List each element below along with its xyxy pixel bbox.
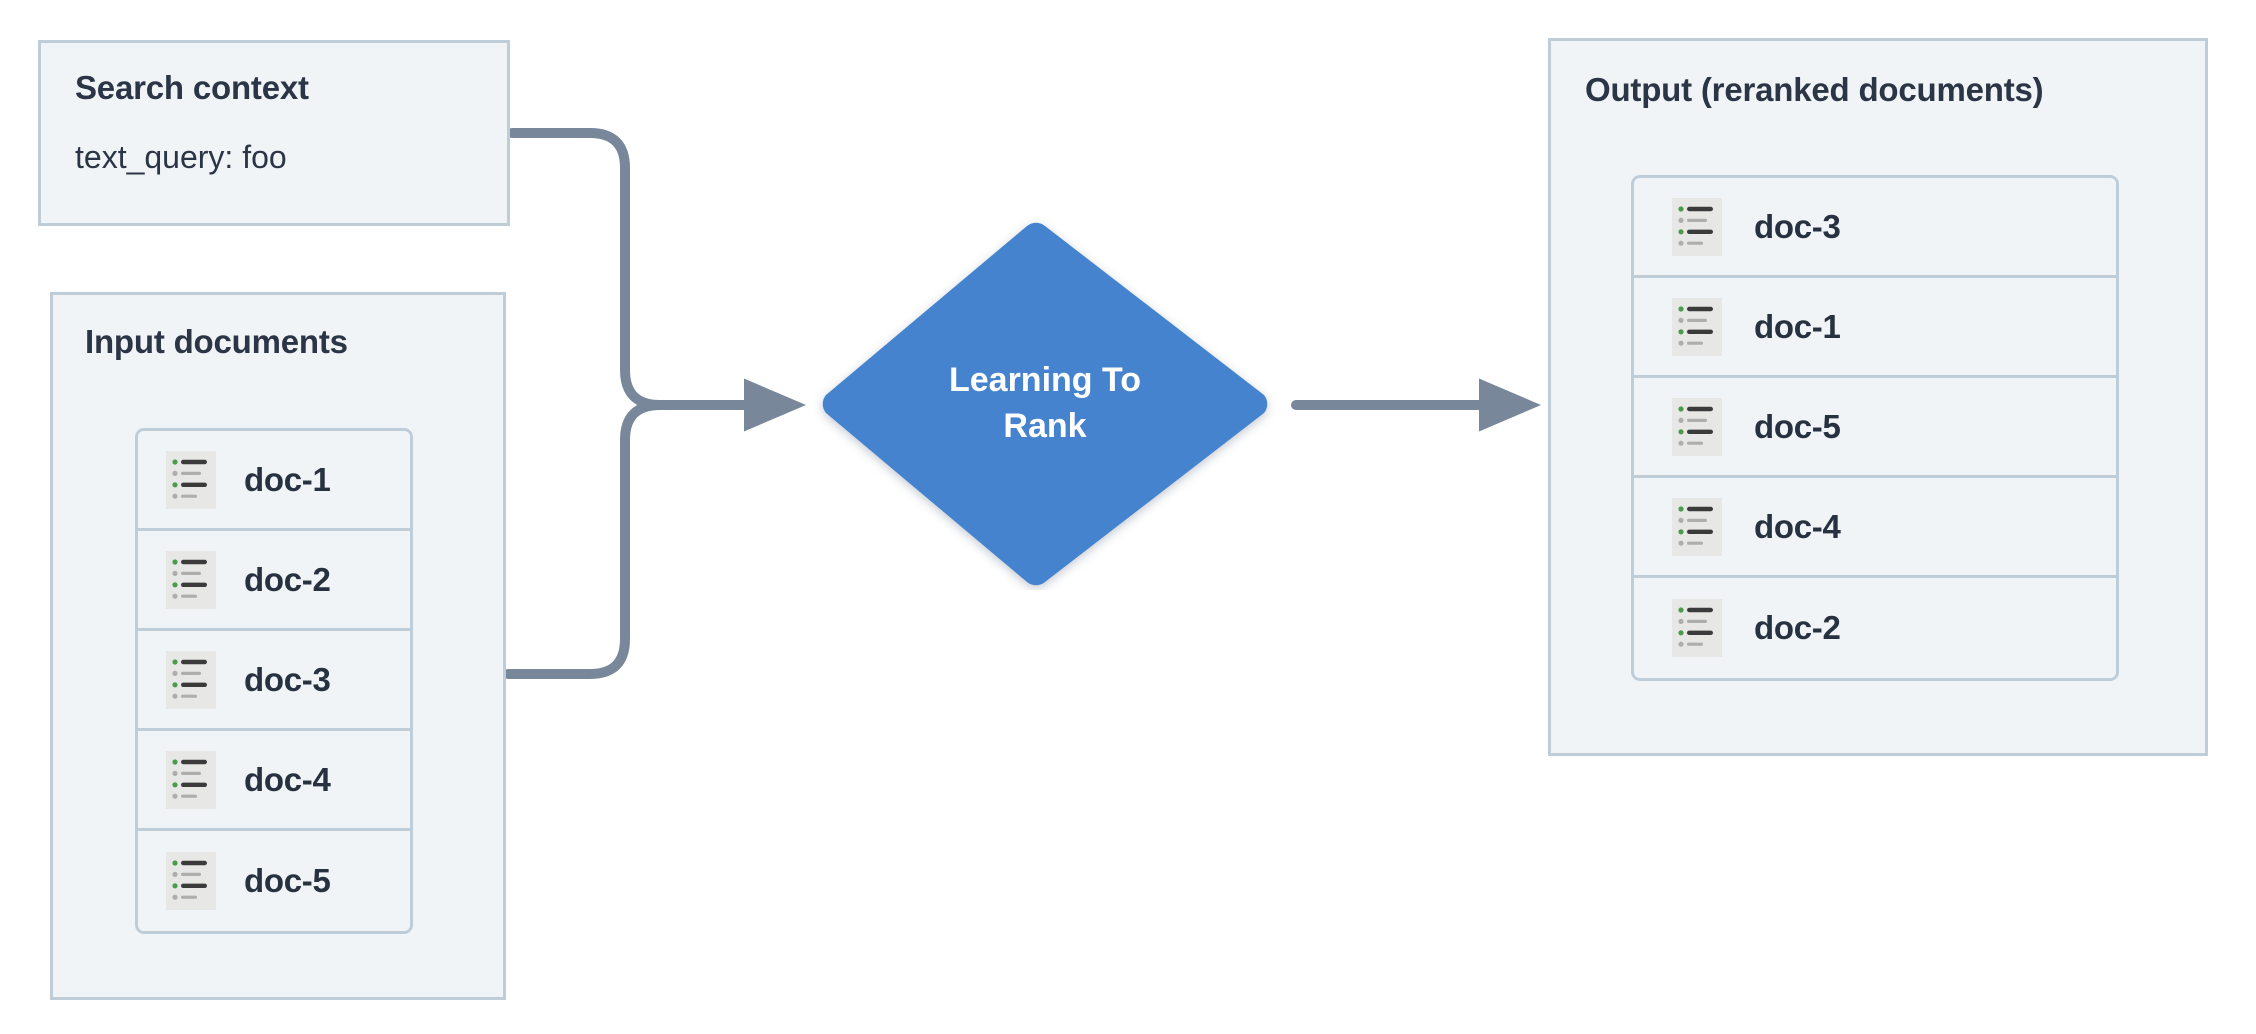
search-context-title: Search context (75, 69, 309, 106)
document-list-icon (166, 450, 216, 509)
search-context-query-value: text_query: foo (75, 139, 287, 175)
input-document-row[interactable]: doc-5 (138, 831, 410, 931)
output-document-label: doc-1 (1754, 307, 1841, 345)
input-document-label: doc-1 (244, 460, 331, 498)
connector-search-context-to-ltr (507, 128, 807, 432)
document-list-icon (166, 650, 216, 709)
document-list-icon (1672, 197, 1722, 256)
document-list-icon (1672, 397, 1722, 456)
output-document-row[interactable]: doc-1 (1634, 278, 2116, 378)
output-document-label: doc-4 (1754, 507, 1841, 545)
document-list-icon (1672, 599, 1722, 657)
document-list-icon (166, 550, 216, 609)
search-context-panel: Search context text_query: foo (38, 40, 510, 226)
document-list-icon (1672, 497, 1722, 556)
output-document-row[interactable]: doc-5 (1634, 378, 2116, 478)
learning-to-rank-node[interactable]: Learning To Rank (812, 218, 1278, 590)
output-document-label: doc-2 (1754, 609, 1841, 646)
connector-input-documents-to-ltr (503, 400, 780, 679)
diamond-shape (822, 222, 1268, 586)
document-list-icon (166, 852, 216, 910)
input-document-row[interactable]: doc-1 (138, 431, 410, 531)
input-document-label: doc-5 (244, 862, 331, 899)
input-document-row[interactable]: doc-3 (138, 631, 410, 731)
input-documents-list: doc-1 doc-2 doc-3 doc-4 doc-5 (135, 428, 413, 934)
output-document-row[interactable]: doc-4 (1634, 478, 2116, 578)
input-document-label: doc-4 (244, 760, 331, 798)
input-documents-title: Input documents (85, 323, 348, 360)
output-document-label: doc-3 (1754, 207, 1841, 245)
input-document-label: doc-2 (244, 560, 331, 598)
output-documents-list: doc-3 doc-1 doc-5 doc-4 doc-2 (1631, 175, 2119, 681)
output-panel-title: Output (reranked documents) (1585, 71, 2044, 108)
input-document-row[interactable]: doc-2 (138, 531, 410, 631)
document-list-icon (1672, 297, 1722, 356)
input-document-row[interactable]: doc-4 (138, 731, 410, 831)
input-document-label: doc-3 (244, 660, 331, 698)
output-document-row[interactable]: doc-3 (1634, 178, 2116, 278)
output-document-label: doc-5 (1754, 407, 1841, 445)
document-list-icon (166, 750, 216, 809)
output-document-row[interactable]: doc-2 (1634, 578, 2116, 678)
